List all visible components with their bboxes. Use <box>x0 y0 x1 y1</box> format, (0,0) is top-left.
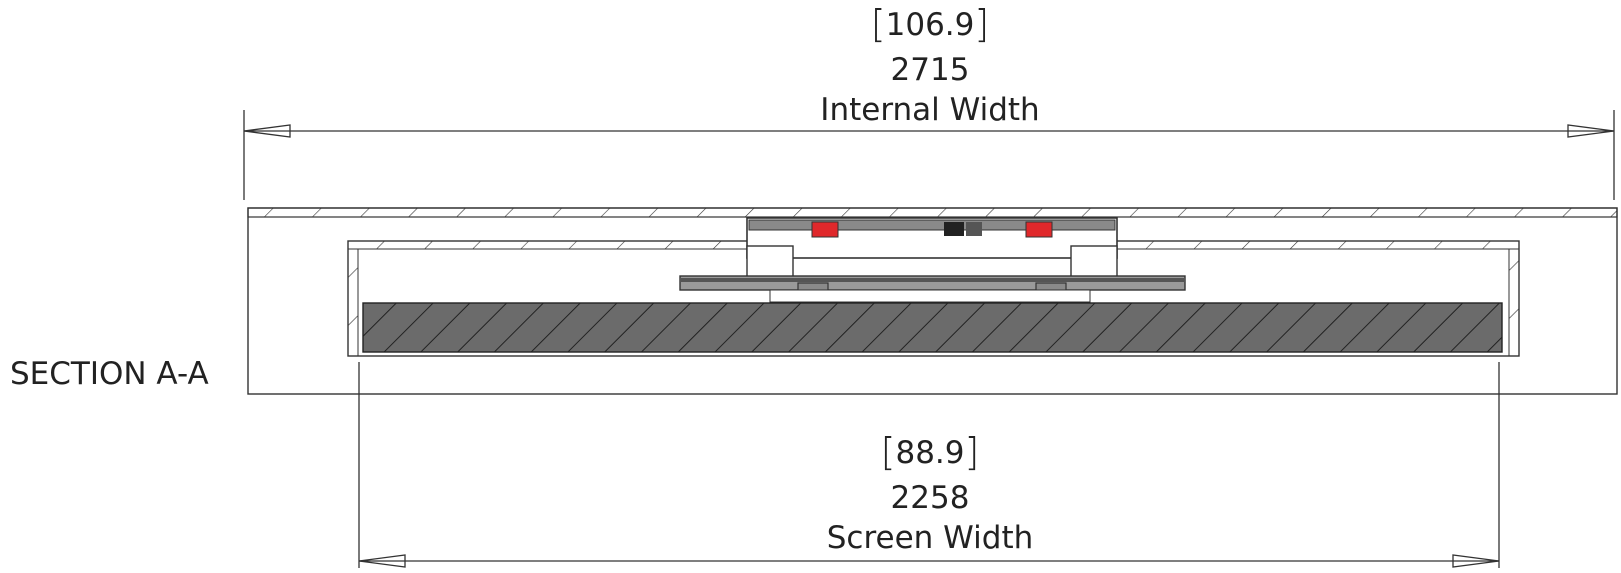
internal-width-dimension <box>243 110 1615 200</box>
mount-block <box>944 222 964 236</box>
screen-width-mm: 2258 <box>890 480 970 516</box>
internal-width-inches: [106.9] <box>870 2 990 46</box>
inner-left-hatch <box>347 248 359 357</box>
internal-width-inches-value: 106.9 <box>885 7 975 43</box>
mount-block-2 <box>966 222 982 236</box>
top-wall-hatch <box>247 207 1618 218</box>
internal-width-mm: 2715 <box>890 52 970 88</box>
arrow-left-icon <box>358 554 406 568</box>
section-label: SECTION A-A <box>10 356 209 392</box>
arrow-right-icon <box>1452 554 1500 568</box>
mount-clip-right <box>1025 221 1053 238</box>
arrow-left-icon <box>243 124 291 138</box>
mount-assembly <box>679 217 1186 303</box>
screen-width-dimension <box>358 362 1500 568</box>
screen-width-inches-value: 88.9 <box>895 435 965 471</box>
mount-plate-edge <box>680 278 1185 282</box>
mount-rail <box>748 219 1116 231</box>
arrow-right-icon <box>1567 124 1615 138</box>
inner-right-hatch <box>1508 248 1520 357</box>
mount-bracket-left <box>746 245 794 279</box>
mount-clip-left <box>811 221 839 238</box>
internal-width-label: Internal Width <box>820 92 1040 128</box>
screen-width-inches: [88.9] <box>880 430 980 474</box>
screen-width-label: Screen Width <box>826 520 1034 556</box>
mount-spacer <box>769 289 1091 303</box>
screen-hatch <box>362 302 1503 353</box>
mount-bracket-right <box>1070 245 1118 279</box>
